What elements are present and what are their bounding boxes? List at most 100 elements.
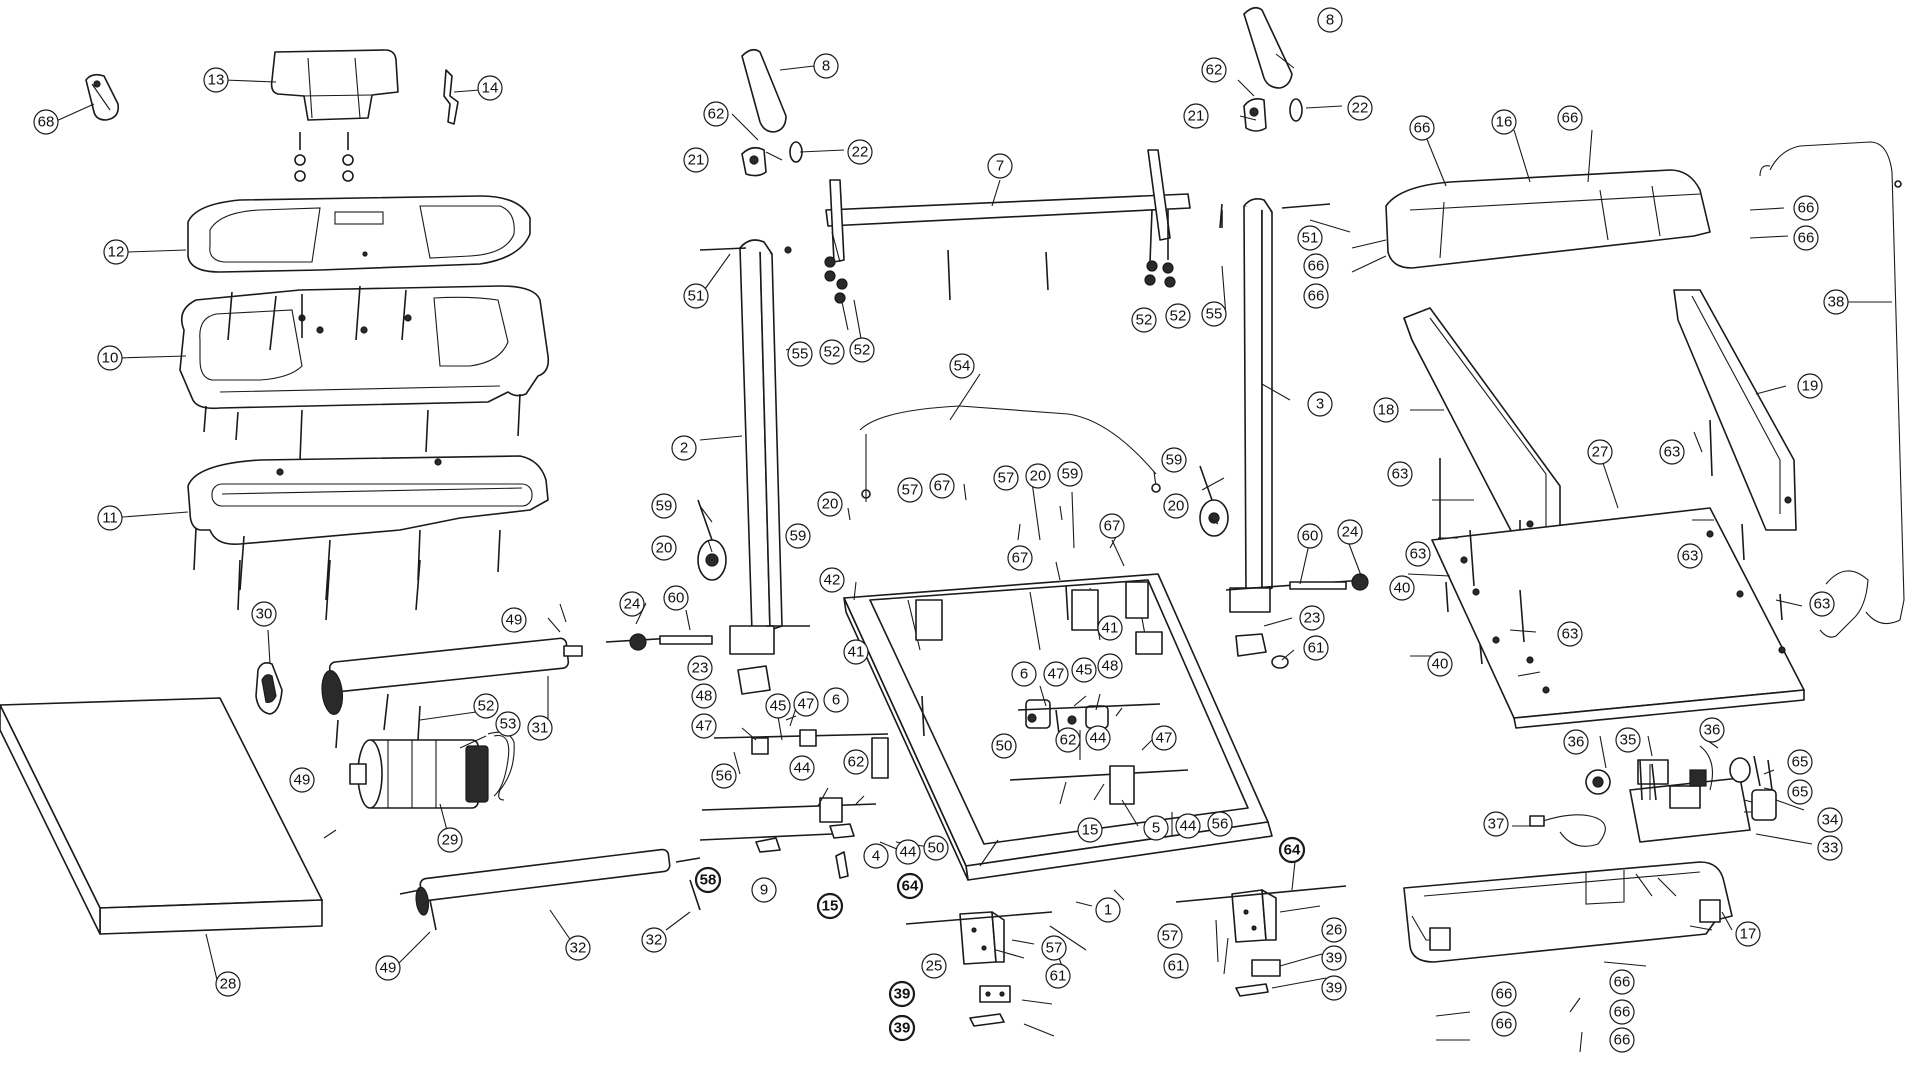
svg-text:6: 6 — [1020, 666, 1028, 683]
svg-text:1: 1 — [1104, 902, 1112, 919]
callout-40b: 40 — [1427, 651, 1453, 677]
callout-18: 18 — [1373, 397, 1399, 423]
svg-text:53: 53 — [500, 716, 517, 733]
callout-12: 12 — [103, 239, 129, 265]
svg-text:21: 21 — [688, 152, 705, 169]
svg-text:6: 6 — [832, 692, 840, 709]
callout-15b: 15 — [1077, 817, 1103, 843]
grommet-right — [1729, 757, 1751, 783]
callout-61b: 61 — [1303, 635, 1329, 661]
svg-text:49: 49 — [294, 772, 311, 789]
callout-62c: 62 — [1055, 727, 1081, 753]
svg-text:59: 59 — [1166, 452, 1183, 469]
svg-text:28: 28 — [220, 976, 237, 993]
callout-66h: 66 — [1491, 1011, 1517, 1037]
lift-linkage-left — [755, 837, 849, 879]
callout-23a: 23 — [687, 655, 713, 681]
callout-5: 5 — [1143, 815, 1169, 841]
svg-text:14: 14 — [482, 80, 499, 97]
svg-text:21: 21 — [1188, 108, 1205, 125]
svg-text:49: 49 — [380, 960, 397, 977]
svg-text:66: 66 — [1798, 200, 1815, 217]
callout-66a: 66 — [1409, 115, 1435, 141]
callout-67b: 67 — [1099, 513, 1125, 539]
svg-text:9: 9 — [760, 882, 768, 899]
callout-44d: 44 — [1175, 813, 1201, 839]
right-grip-end-cap — [1243, 98, 1267, 132]
main-frame — [843, 573, 1273, 881]
svg-text:63: 63 — [1410, 546, 1427, 563]
svg-text:62: 62 — [1060, 732, 1077, 749]
svg-text:66: 66 — [1308, 258, 1325, 275]
callout-57c: 57 — [993, 465, 1019, 491]
lift-bracket-left — [699, 823, 855, 841]
motor-hood — [1385, 169, 1711, 269]
console-top-cover — [270, 49, 399, 121]
svg-text:41: 41 — [1102, 620, 1119, 637]
callout-58: 58 — [694, 866, 722, 894]
svg-text:62: 62 — [708, 106, 725, 123]
svg-text:52: 52 — [824, 344, 841, 361]
svg-text:20: 20 — [1030, 468, 1047, 485]
callout-45a: 45 — [765, 693, 791, 719]
svg-text:20: 20 — [822, 496, 839, 513]
console-tray-screws — [193, 527, 501, 621]
svg-text:39: 39 — [1326, 980, 1343, 997]
callout-57b: 57 — [897, 477, 923, 503]
callout-63c: 63 — [1405, 541, 1431, 567]
svg-text:56: 56 — [716, 768, 733, 785]
circuit-breaker — [1743, 789, 1777, 821]
callout-3: 3 — [1307, 391, 1333, 417]
front-roller — [321, 637, 583, 715]
svg-text:66: 66 — [1308, 288, 1325, 305]
svg-text:12: 12 — [108, 244, 125, 261]
svg-text:38: 38 — [1828, 294, 1845, 311]
right-grip-washer — [1289, 98, 1303, 122]
svg-text:30: 30 — [256, 606, 273, 623]
callout-57d: 57 — [1157, 923, 1183, 949]
svg-text:25: 25 — [926, 958, 943, 975]
svg-text:10: 10 — [102, 350, 119, 367]
svg-text:8: 8 — [822, 58, 830, 75]
lift-bracket-25 — [905, 911, 1053, 965]
callout-67c: 67 — [1007, 545, 1033, 571]
callout-20a: 20 — [651, 535, 677, 561]
svg-text:56: 56 — [1212, 816, 1229, 833]
callout-66c: 66 — [1793, 195, 1819, 221]
callout-50b: 50 — [991, 733, 1017, 759]
svg-text:59: 59 — [656, 498, 673, 515]
callout-33: 33 — [1817, 835, 1843, 861]
svg-text:52: 52 — [478, 698, 495, 715]
callout-38: 38 — [1823, 289, 1849, 315]
callout-52e: 52 — [1165, 303, 1191, 329]
svg-text:47: 47 — [1048, 666, 1065, 683]
svg-text:63: 63 — [1682, 548, 1699, 565]
svg-text:37: 37 — [1488, 816, 1505, 833]
svg-text:22: 22 — [1352, 100, 1369, 117]
svg-text:66: 66 — [1562, 110, 1579, 127]
svg-text:4: 4 — [872, 848, 880, 865]
svg-text:40: 40 — [1394, 580, 1411, 597]
callout-66k: 66 — [1609, 1027, 1635, 1053]
callout-25: 25 — [921, 953, 947, 979]
callout-61a: 61 — [1045, 963, 1071, 989]
svg-text:44: 44 — [1180, 818, 1197, 835]
svg-text:41: 41 — [848, 644, 865, 661]
leader-lines — [53, 53, 1892, 1053]
callout-39d: 39 — [1321, 975, 1347, 1001]
callout-35: 35 — [1615, 727, 1641, 753]
console-upper-housing — [187, 195, 531, 273]
svg-text:66: 66 — [1614, 1032, 1631, 1049]
callout-66e: 66 — [1303, 253, 1329, 279]
svg-text:66: 66 — [1496, 986, 1513, 1003]
callout-47c: 47 — [1043, 661, 1069, 687]
side-rail-left — [1403, 307, 1561, 549]
frame-axle-left — [701, 729, 889, 823]
svg-text:18: 18 — [1378, 402, 1395, 419]
callout-26: 26 — [1321, 917, 1347, 943]
callout-47a: 47 — [691, 713, 717, 739]
svg-text:63: 63 — [1814, 596, 1831, 613]
callout-24b: 24 — [1337, 519, 1363, 545]
callout-19: 19 — [1797, 373, 1823, 399]
svg-text:67: 67 — [1104, 518, 1121, 535]
